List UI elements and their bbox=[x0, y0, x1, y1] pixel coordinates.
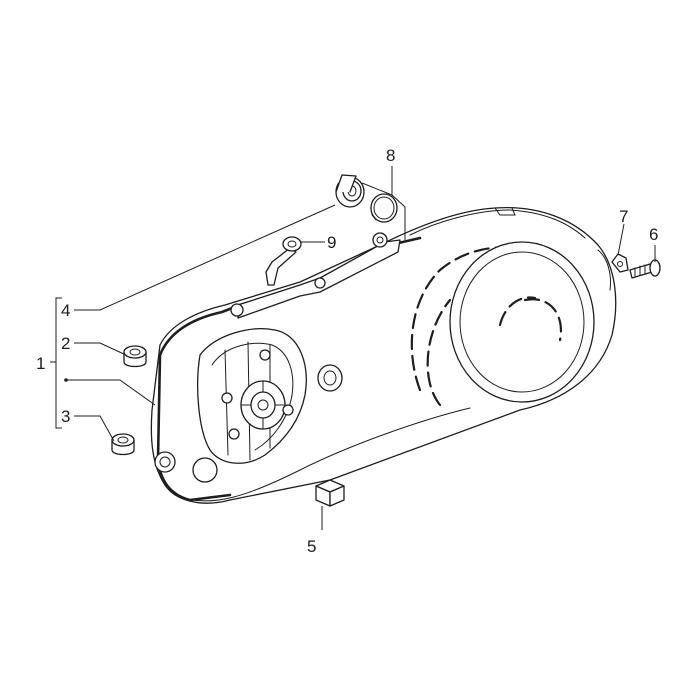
pulley-dome bbox=[449, 241, 595, 403]
callout-2: 2 bbox=[61, 334, 70, 353]
screw-part bbox=[629, 259, 661, 279]
callout-3: 3 bbox=[61, 407, 70, 426]
callout-9: 9 bbox=[327, 233, 336, 252]
leader-lines bbox=[50, 166, 656, 530]
callout-8: 8 bbox=[386, 146, 395, 165]
callout-labels: 1 4 2 3 8 9 7 6 5 bbox=[36, 146, 658, 556]
callout-6: 6 bbox=[649, 225, 658, 244]
spacer-upper-part bbox=[123, 345, 147, 368]
bracket-part bbox=[265, 236, 302, 286]
callout-5: 5 bbox=[307, 537, 316, 556]
clip-part bbox=[315, 479, 345, 507]
callout-1: 1 bbox=[36, 354, 45, 373]
transmission-cover bbox=[150, 206, 617, 504]
spacer-lower-part bbox=[111, 433, 135, 456]
cable-guide-part bbox=[611, 253, 629, 273]
callout-4: 4 bbox=[61, 301, 70, 320]
callout-7: 7 bbox=[619, 207, 628, 226]
bearing-ring-part bbox=[335, 174, 398, 223]
